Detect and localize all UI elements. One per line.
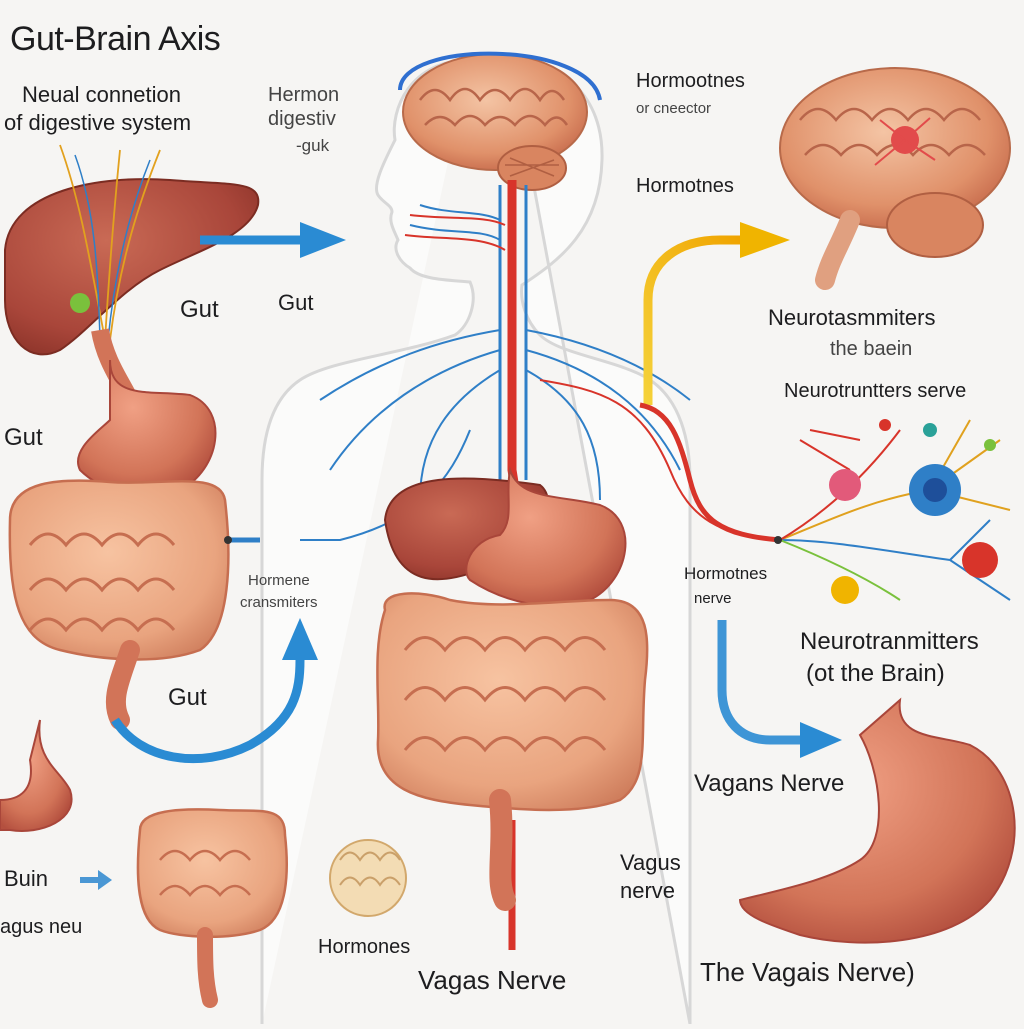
label-gut-1: Gut [180,296,219,324]
neuron-cluster-icon [780,419,1010,604]
label-neurotransmitters-1: Neurotasmmiters [768,305,935,330]
label-nerve: nerve [620,878,675,903]
label-the-vagais-nerve: The Vagais Nerve) [700,958,915,988]
small-brain-cluster [330,840,406,916]
diagram-title: Gut-Brain Axis [10,20,220,59]
label-the-brain-1: the baein [830,338,912,361]
label-vagus-neu: agus neu [0,916,82,939]
label-hormone-small: Hormene [248,572,310,589]
label-gut-2: Gut [278,290,313,315]
bottom-left-stomach [0,720,72,831]
left-stomach-intestines [10,360,229,720]
label-digestive-system: of digestive system [4,110,191,135]
label-neural-connection: Neual connetion [22,82,181,107]
label-of-the-brain: (ot the Brain) [806,660,945,688]
label-hormones-top: Hormootnes [636,70,745,93]
central-digestive-organs [377,470,647,900]
label-transmitters-small: cransmiters [240,594,318,611]
top-right-brain [780,68,1010,280]
label-gut-4: Gut [168,684,207,712]
label-hormones-bottom: Hormones [318,936,410,959]
label-hermon-digestive: digestiv [268,108,336,131]
label-connector: or cneector [636,100,711,117]
left-liver [5,145,258,400]
label-gut-3: Gut [4,424,43,452]
label-vagas-nerve-bottom: Vagas Nerve [418,966,566,996]
label-neurotrunters-nerve: Neurotruntters serve [784,380,966,403]
label-nerve-small: nerve [694,590,732,607]
label-hormones-nerve: Hormotnes [684,564,767,584]
label-buin: Buin [4,866,48,891]
label-vagans-nerve: Vagans Nerve [694,770,844,798]
label-vagus: Vagus [620,850,681,875]
label-hermon-guk: -guk [296,136,329,156]
label-neurotransmitters-2: Neurotranmitters [800,628,979,656]
small-right-arrow-icon [80,870,112,890]
label-hermon: Hermon [268,84,339,107]
label-hormones-mid: Hormotnes [636,175,734,198]
